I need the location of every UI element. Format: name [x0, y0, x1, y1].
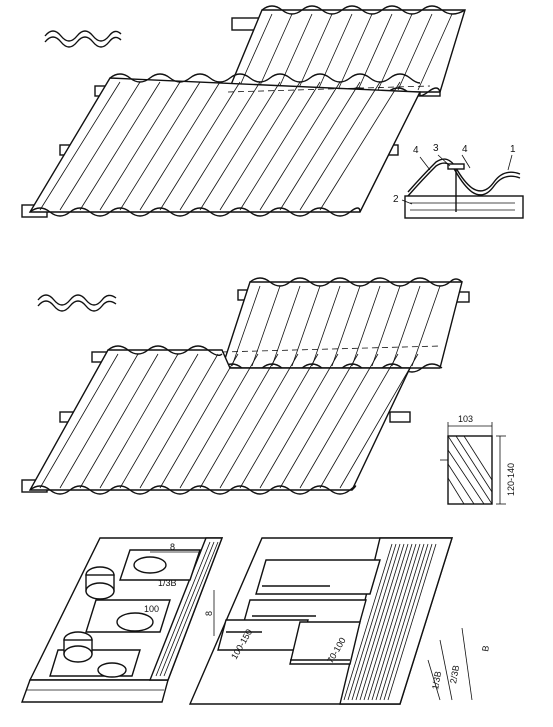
- rib-line: [179, 353, 259, 489]
- rib-line: [139, 81, 221, 211]
- label-3: 3: [433, 143, 439, 154]
- rib-line: [239, 81, 321, 211]
- rib-line: [377, 13, 413, 91]
- rib-line: [219, 353, 299, 489]
- rib-line: [397, 13, 433, 91]
- rib-line: [79, 81, 161, 211]
- fastening-detail: 4 3 4 1 2: [393, 143, 524, 219]
- rib-line: [351, 543, 401, 701]
- lower-sheet: [28, 73, 422, 217]
- overlap-detail: 103 120-140: [440, 414, 516, 505]
- rib-line: [199, 353, 279, 489]
- rib-line: [251, 285, 281, 367]
- rib-line: [387, 543, 437, 701]
- rib-line: [259, 81, 341, 211]
- rib-line: [179, 81, 261, 211]
- upper-sheet-ribs: [231, 285, 441, 367]
- rib-line: [299, 81, 381, 211]
- rib-line: [219, 81, 301, 211]
- rib-line: [319, 81, 401, 211]
- rib-line: [257, 13, 293, 91]
- rib-line: [279, 81, 361, 211]
- felt-rolls: [63, 556, 167, 678]
- rib-line: [237, 13, 273, 91]
- rib-line: [371, 543, 421, 701]
- dimension-1-3b: 1/3B: [158, 578, 177, 588]
- rib-line: [59, 353, 139, 489]
- dimension-120-140: 120-140: [506, 463, 516, 496]
- dimension-8: 8: [204, 611, 214, 616]
- rib-line: [391, 285, 421, 367]
- rib-line: [375, 543, 425, 701]
- rib-line: [99, 81, 181, 211]
- dimension-2-3b: 2/3B: [448, 664, 461, 684]
- rib-line: [417, 13, 453, 91]
- rib-line: [363, 543, 413, 701]
- wall-hatching: [343, 543, 437, 701]
- rib-line: [383, 543, 433, 701]
- rib-line: [357, 13, 393, 91]
- rib-line: [371, 285, 401, 367]
- rib-line: [277, 13, 313, 91]
- side-hatching: [155, 541, 219, 677]
- figure-2-corrugated-roof: [21, 277, 470, 495]
- dimension-1-3b: 1/3B: [430, 670, 443, 690]
- figure-4-tar-paper-roof: 8 100-150 70-100 1/3B 2/3B B: [188, 537, 491, 705]
- rib-line: [351, 285, 381, 367]
- dimension-8: 8: [170, 542, 175, 552]
- rib-line: [119, 353, 199, 489]
- rib-line: [239, 353, 319, 489]
- rib-line: [199, 81, 281, 211]
- rib-line: [271, 285, 301, 367]
- rib-line: [339, 353, 419, 489]
- rib-line: [99, 353, 179, 489]
- rib-line: [39, 353, 119, 489]
- rib-line: [347, 543, 397, 701]
- label-4-left: 4: [413, 145, 419, 156]
- rib-line: [337, 13, 373, 91]
- profile-wave-icon: [44, 30, 122, 42]
- rib-line: [355, 543, 405, 701]
- rib-line: [159, 541, 215, 677]
- rib-line: [291, 285, 321, 367]
- rib-line: [79, 353, 159, 489]
- rib-line: [343, 543, 393, 701]
- rib-line: [155, 541, 211, 677]
- dimension-103: 103: [458, 414, 473, 424]
- rib-line: [163, 541, 219, 677]
- rib-line: [59, 81, 141, 211]
- rib-line: [139, 353, 219, 489]
- rib-line: [39, 81, 121, 211]
- label-4-right: 4: [462, 144, 468, 155]
- lower-sheet-ribs: [39, 81, 401, 211]
- rib-line: [411, 285, 441, 367]
- rib-line: [159, 353, 239, 489]
- rib-line: [331, 285, 361, 367]
- rib-line: [279, 353, 359, 489]
- dimension-100: 100: [144, 604, 159, 614]
- rib-line: [297, 13, 333, 91]
- label-2: 2: [393, 194, 399, 205]
- rib-line: [299, 353, 379, 489]
- rib-line: [231, 285, 261, 367]
- upper-sheet-ribs: [237, 13, 453, 91]
- rib-line: [317, 13, 353, 91]
- dimension-b: B: [480, 645, 491, 653]
- figure-1-corrugated-roof: [21, 5, 466, 218]
- rib-line: [259, 353, 339, 489]
- profile-wave-icon: [37, 294, 117, 306]
- rib-line: [359, 543, 409, 701]
- rib-line: [319, 353, 399, 489]
- rib-line: [159, 81, 241, 211]
- rib-line: [367, 543, 417, 701]
- rib-line: [379, 543, 429, 701]
- rib-line: [119, 81, 201, 211]
- figure-3-rolled-roof: 8 1/3B 100: [21, 537, 224, 703]
- label-1: 1: [510, 144, 516, 155]
- lower-sheet-ribs: [39, 353, 419, 489]
- rib-line: [311, 285, 341, 367]
